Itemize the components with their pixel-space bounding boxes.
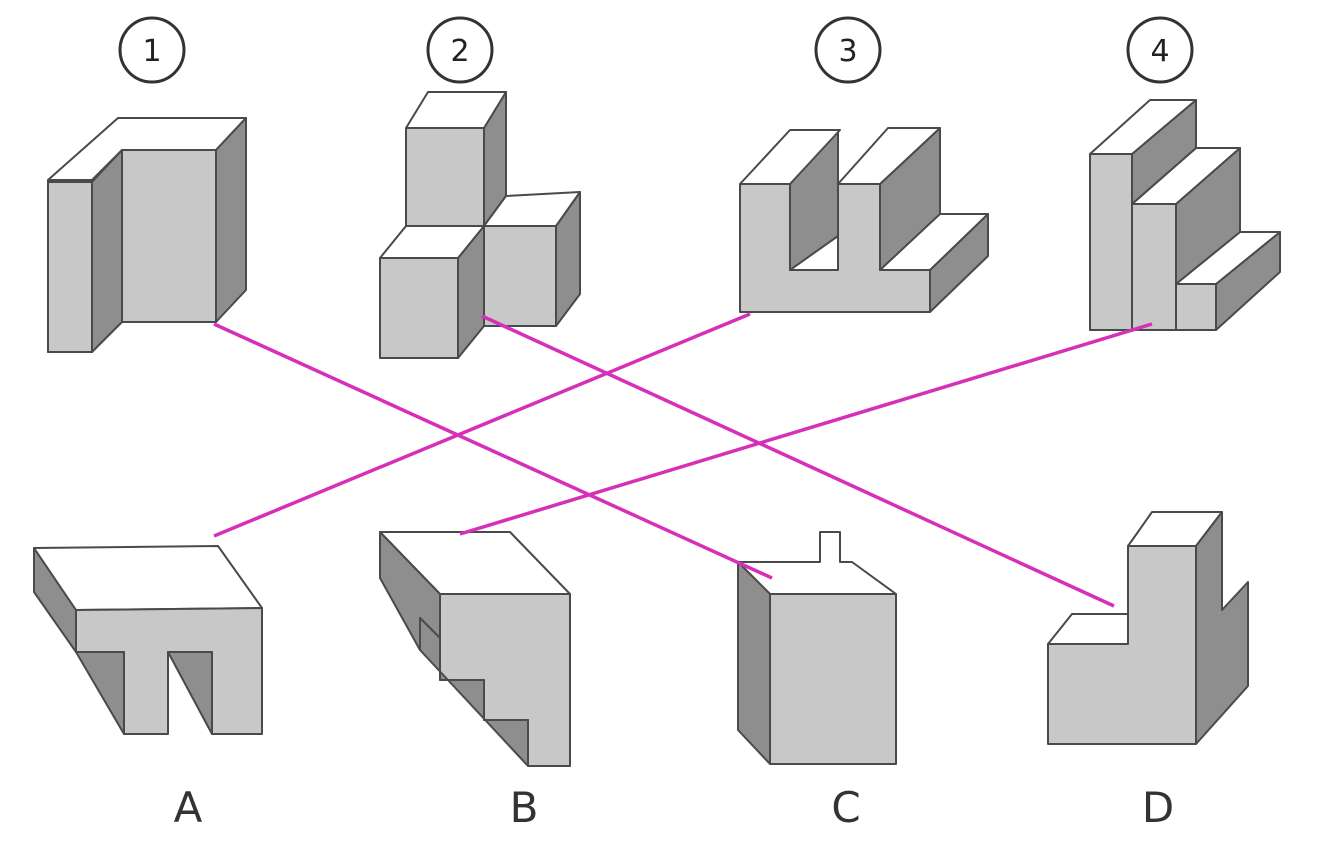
match-line-3-a	[213, 312, 751, 538]
top-label-4: 4	[1126, 16, 1194, 84]
top-label-1-text: 1	[142, 34, 161, 69]
top-label-2-text: 2	[450, 34, 469, 69]
top-label-3: 3	[814, 16, 882, 84]
shape-a	[33, 545, 263, 735]
bottom-label-b: B	[510, 783, 539, 832]
shape-2	[379, 91, 581, 359]
shape-c	[737, 531, 897, 765]
shape-4	[1089, 99, 1281, 331]
top-label-2: 2	[426, 16, 494, 84]
shape-d	[1047, 511, 1249, 745]
bottom-label-c: C	[831, 783, 860, 832]
bottom-label-a: A	[174, 783, 203, 832]
top-label-4-text: 4	[1150, 34, 1169, 69]
match-line-2-d	[481, 314, 1115, 608]
top-label-1: 1	[118, 16, 186, 84]
match-line-4-b	[459, 322, 1153, 536]
match-line-1-c	[213, 322, 773, 580]
shape-3	[739, 127, 989, 313]
top-label-3-text: 3	[838, 34, 857, 69]
shape-b	[379, 531, 571, 767]
bottom-label-d: D	[1142, 783, 1174, 832]
shape-1	[47, 117, 247, 353]
